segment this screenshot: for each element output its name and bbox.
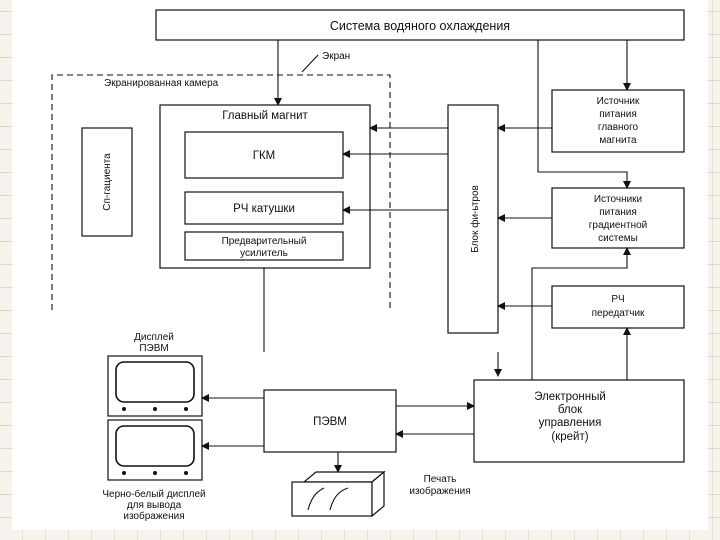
diagram-card: Система водяного охлаждения Экран Экрани… bbox=[12, 0, 708, 530]
printer-label-line2: изображения bbox=[409, 485, 470, 497]
control-unit-line1: Электронный bbox=[534, 391, 606, 403]
printer-icon bbox=[291, 470, 386, 518]
bw-display-icon bbox=[107, 419, 203, 481]
rf-coils-box bbox=[184, 191, 344, 225]
gradient-power-supply-box bbox=[551, 187, 685, 249]
gkm-box bbox=[184, 131, 344, 179]
gradient-ps-line3: градиентной bbox=[589, 220, 648, 231]
arrow-cooling-to-gradient-ps bbox=[537, 40, 631, 189]
shielded-chamber-label: Экранированная камера bbox=[104, 78, 219, 89]
preamplifier-label-line2: усилитель bbox=[240, 248, 288, 259]
bw-display-line1: Черно-белый дисплей bbox=[102, 488, 205, 500]
rf-transmitter-line1: РЧ bbox=[611, 294, 624, 305]
display-label-line2: ПЭВМ bbox=[139, 343, 168, 354]
magnet-ps-line3: главного bbox=[598, 122, 639, 133]
rf-transmitter-box bbox=[551, 285, 685, 329]
screen-label: Экран bbox=[322, 51, 350, 62]
filter-block-box bbox=[447, 104, 499, 334]
gradient-ps-line1: Источники bbox=[594, 194, 642, 205]
magnet-ps-line2: питания bbox=[599, 109, 637, 120]
shim-coils-label: Сп-гациента bbox=[102, 153, 113, 211]
main-magnet-label: Главный магнит bbox=[222, 110, 308, 122]
gkm-label: ГКМ bbox=[253, 150, 276, 162]
printer-label-line1: Печать bbox=[424, 474, 457, 485]
control-unit-line3: управления bbox=[539, 417, 602, 429]
pc-box bbox=[263, 389, 397, 453]
pc-label: ПЭВМ bbox=[313, 416, 347, 428]
cooling-system-label: Система водяного охлаждения bbox=[330, 19, 510, 33]
mri-block-diagram: Система водяного охлаждения Экран Экрани… bbox=[51, 9, 685, 522]
display-label-line1: Дисплей bbox=[134, 332, 174, 343]
bw-display-line3: изображения bbox=[123, 510, 184, 522]
preamplifier-label-line1: Предварительный bbox=[222, 236, 307, 247]
filter-block-label: Блок фи-ьтров bbox=[469, 185, 481, 253]
cooling-system-box bbox=[155, 9, 685, 41]
rf-coils-label: РЧ катушки bbox=[233, 203, 295, 215]
gradient-ps-line2: питания bbox=[599, 207, 637, 218]
preamplifier-box bbox=[184, 231, 344, 261]
control-unit-box bbox=[473, 379, 685, 463]
control-unit-line4: (крейт) bbox=[551, 431, 588, 443]
control-unit-line2: блок bbox=[558, 404, 583, 416]
screen-pointer bbox=[301, 54, 319, 73]
magnet-ps-line4: магнита bbox=[599, 135, 637, 146]
gradient-ps-line4: системы bbox=[598, 233, 638, 244]
rf-transmitter-line2: передатчик bbox=[592, 308, 645, 319]
pc-display-icon bbox=[107, 355, 203, 417]
shim-coils-box bbox=[81, 127, 133, 237]
shielded-chamber-outline bbox=[51, 74, 391, 310]
bw-display-line2: для вывода bbox=[127, 500, 182, 511]
magnet-power-supply-box bbox=[551, 89, 685, 153]
arrow-ecu-to-gradient-ps bbox=[531, 247, 631, 380]
magnet-ps-line1: Источник bbox=[597, 96, 640, 107]
